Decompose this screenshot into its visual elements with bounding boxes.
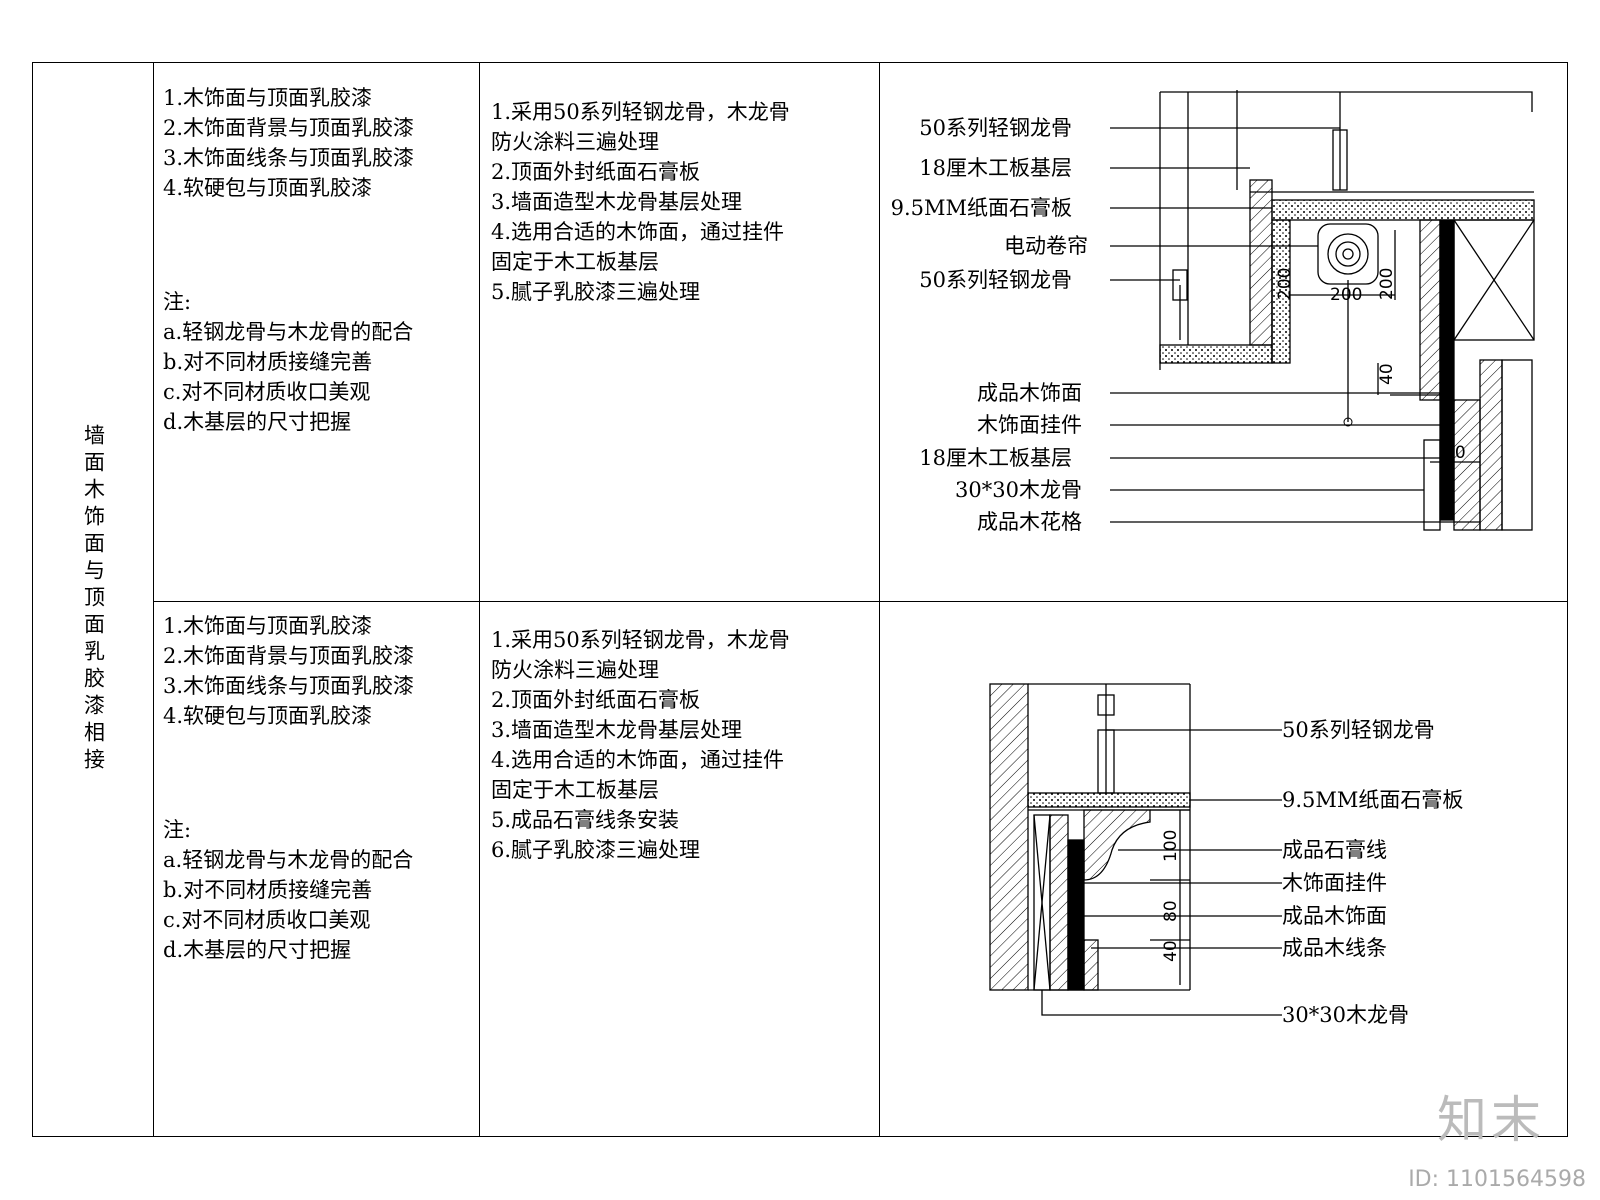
dim-label: 60	[1444, 443, 1466, 463]
item: 4.软硬包与顶面乳胶漆	[163, 176, 373, 200]
dim-label: 200	[1330, 285, 1362, 305]
note: d.木基层的尺寸把握	[163, 938, 352, 962]
row-divider	[153, 601, 1567, 602]
column-divider	[153, 63, 154, 1136]
label-wood-board-base: 18厘木工板基层	[919, 446, 1072, 470]
row2-steps: 1.采用50系列轻钢龙骨，木龙骨防火涂料三遍处理 2.顶面外封纸面石膏板 3.墙…	[491, 625, 791, 865]
item: 2.木饰面背景与顶面乳胶漆	[163, 644, 415, 668]
label-light-steel-keel: 50系列轻钢龙骨	[919, 116, 1072, 140]
label-wood-veneer: 成品木饰面	[1282, 904, 1387, 928]
step: 6.腻子乳胶漆三遍处理	[491, 838, 701, 862]
step: 2.顶面外封纸面石膏板	[491, 160, 701, 184]
label-gypsum-board: 9.5MM纸面石膏板	[891, 196, 1072, 220]
label-gypsum-board: 9.5MM纸面石膏板	[1282, 788, 1463, 812]
dim-label: 200	[1275, 268, 1295, 300]
note: a.轻钢龙骨与木龙骨的配合	[163, 320, 414, 344]
label-light-steel-keel: 50系列轻钢龙骨	[1282, 718, 1435, 742]
notes-title: 注:	[163, 818, 192, 842]
step: 1.采用50系列轻钢龙骨，木龙骨防火涂料三遍处理	[491, 100, 790, 154]
notes-title: 注:	[163, 290, 192, 314]
item: 3.木饰面线条与顶面乳胶漆	[163, 146, 415, 170]
dim-label: 40	[1377, 363, 1397, 385]
step: 5.成品石膏线条安装	[491, 808, 680, 832]
note: b.对不同材质接缝完善	[163, 878, 373, 902]
step: 1.采用50系列轻钢龙骨，木龙骨防火涂料三遍处理	[491, 628, 790, 682]
vertical-title: 墙面木饰面与顶面乳胶漆相接	[81, 424, 106, 775]
item: 2.木饰面背景与顶面乳胶漆	[163, 116, 415, 140]
item: 3.木饰面线条与顶面乳胶漆	[163, 674, 415, 698]
note: c.对不同材质收口美观	[163, 380, 371, 404]
label-wood-board-base: 18厘木工板基层	[919, 156, 1072, 180]
label-wood-keel: 30*30木龙骨	[1282, 1003, 1409, 1027]
item: 1.木饰面与顶面乳胶漆	[163, 86, 373, 110]
step: 3.墙面造型木龙骨基层处理	[491, 190, 743, 214]
label-wood-keel: 30*30木龙骨	[955, 478, 1082, 502]
watermark-id: ID: 1101564598	[1408, 1167, 1586, 1192]
note: a.轻钢龙骨与木龙骨的配合	[163, 848, 414, 872]
label-veneer-hanger: 木饰面挂件	[977, 413, 1082, 437]
row2-items: 1.木饰面与顶面乳胶漆 2.木饰面背景与顶面乳胶漆 3.木饰面线条与顶面乳胶漆 …	[163, 611, 473, 965]
label-wood-veneer: 成品木饰面	[977, 381, 1082, 405]
column-divider	[479, 63, 480, 1136]
row1-steps: 1.采用50系列轻钢龙骨，木龙骨防火涂料三遍处理 2.顶面外封纸面石膏板 3.墙…	[491, 97, 791, 307]
label-light-steel-keel: 50系列轻钢龙骨	[919, 268, 1072, 292]
column-divider	[879, 63, 880, 1136]
note: b.对不同材质接缝完善	[163, 350, 373, 374]
step: 3.墙面造型木龙骨基层处理	[491, 718, 743, 742]
step: 5.腻子乳胶漆三遍处理	[491, 280, 701, 304]
row1-items: 1.木饰面与顶面乳胶漆 2.木饰面背景与顶面乳胶漆 3.木饰面线条与顶面乳胶漆 …	[163, 83, 473, 437]
label-veneer-hanger: 木饰面挂件	[1282, 871, 1387, 895]
detail-sheet: 墙面木饰面与顶面乳胶漆相接 1.木饰面与顶面乳胶漆 2.木饰面背景与顶面乳胶漆 …	[32, 62, 1568, 1137]
note: c.对不同材质收口美观	[163, 908, 371, 932]
dim-label: 100	[1161, 830, 1181, 862]
dim-label: 200	[1377, 268, 1397, 300]
dim-label: 40	[1161, 940, 1181, 962]
note: d.木基层的尺寸把握	[163, 410, 352, 434]
watermark-logo: 知末	[1437, 1091, 1545, 1149]
label-gypsum-cornice: 成品石膏线	[1282, 838, 1387, 862]
dim-label: 80	[1161, 900, 1181, 922]
label-electric-blind: 电动卷帘	[1004, 234, 1088, 258]
step: 2.顶面外封纸面石膏板	[491, 688, 701, 712]
item: 4.软硬包与顶面乳胶漆	[163, 704, 373, 728]
step: 4.选用合适的木饰面，通过挂件固定于木工板基层	[491, 748, 785, 802]
item: 1.木饰面与顶面乳胶漆	[163, 614, 373, 638]
label-wood-molding: 成品木线条	[1282, 936, 1387, 960]
step: 4.选用合适的木饰面，通过挂件固定于木工板基层	[491, 220, 785, 274]
label-wood-lattice: 成品木花格	[977, 510, 1082, 534]
